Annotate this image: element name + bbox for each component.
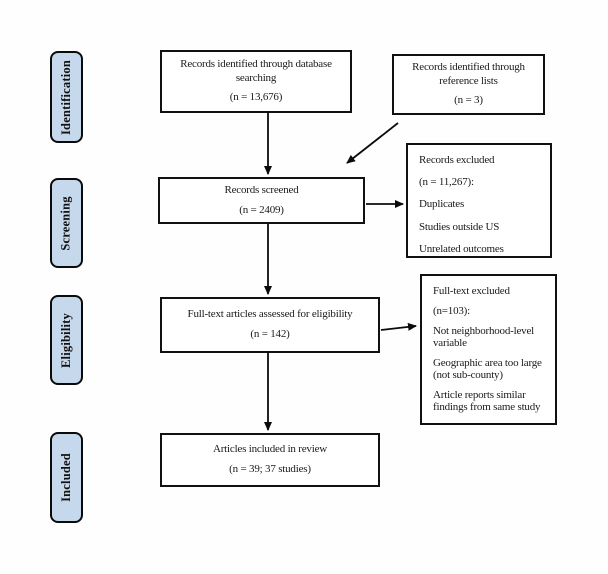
arrow-reference-to-screened (346, 122, 399, 164)
excluded-count: (n = 11,267): (419, 176, 474, 189)
box-count: (n = 13,676) (229, 91, 283, 104)
box-records-identified-database: Records identified through database sear… (160, 50, 352, 113)
box-title-line: searching (235, 71, 277, 84)
box-count: (n = 3) (454, 93, 483, 106)
box-title-line: reference lists (439, 75, 498, 88)
box-title-line: Records identified through (412, 61, 525, 74)
box-count: (n = 39; 37 studies) (229, 463, 311, 475)
excluded-title: Records excluded (419, 154, 495, 166)
stage-identification-label: Identification (59, 59, 73, 135)
box-title: Records identified through reference lis… (412, 61, 525, 89)
excluded-reason: Studies outside US (419, 220, 500, 233)
box-title: Records screened (224, 183, 299, 196)
box-title-line: Records identified through database (180, 57, 332, 70)
stage-screening: Screening (50, 178, 83, 268)
excluded-reason: Duplicates (419, 198, 465, 211)
box-count: (n = 142) (250, 328, 290, 340)
excluded-count: (n=103): (433, 304, 470, 317)
stage-eligibility: Eligibility (50, 295, 83, 385)
excluded-reason: Article reports similar findings from sa… (433, 388, 541, 414)
box-records-identified-reference: Records identified through reference lis… (392, 54, 545, 115)
box-title: Full-text articles assessed for eligibil… (187, 308, 353, 321)
stage-screening-label: Screening (59, 195, 74, 251)
stage-included-label: Included (59, 453, 73, 502)
box-title: Records identified through database sear… (180, 58, 332, 86)
arrow-fulltext-to-excluded-reasons (380, 322, 417, 331)
box-records-excluded: Records excluded (n = 11,267): Duplicate… (406, 143, 552, 258)
box-title: Articles included in review (212, 443, 328, 456)
excluded-reason: Not neighborhood-level variable (433, 324, 534, 349)
excluded-title: Full-text excluded (433, 285, 510, 297)
stage-eligibility-label: Eligibility (59, 312, 73, 368)
excluded-reason: Unrelated outcomes (419, 242, 504, 255)
box-fulltext-excluded: Full-text excluded (n=103): Not neighbor… (420, 274, 557, 425)
stage-identification: Identification (50, 51, 83, 143)
excluded-reason: Geographic area too large (not sub-count… (433, 356, 542, 382)
box-fulltext-assessed: Full-text articles assessed for eligibil… (160, 297, 380, 353)
stage-included: Included (50, 432, 83, 523)
box-count: (n = 2409) (239, 203, 284, 216)
box-articles-included: Articles included in review (n = 39; 37 … (160, 433, 380, 487)
box-records-screened: Records screened (n = 2409) (158, 177, 365, 224)
